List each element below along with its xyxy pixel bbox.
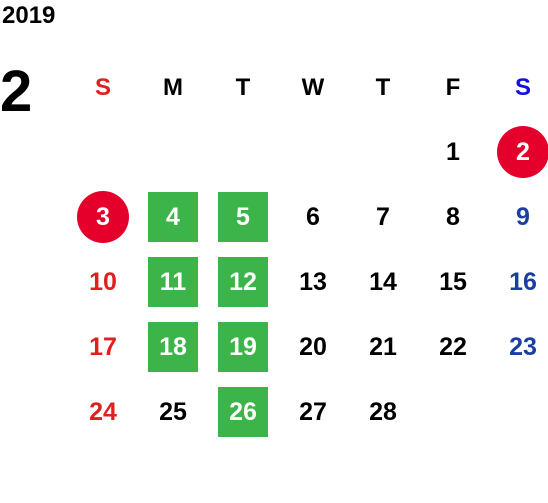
day-cell-11[interactable]: 11: [138, 250, 208, 315]
day-number: 14: [369, 268, 397, 296]
day-cell-21[interactable]: 21: [348, 315, 418, 380]
highlight-square-marker: [148, 257, 198, 307]
day-number: 8: [446, 203, 460, 231]
day-number: 17: [89, 333, 117, 361]
weekday-label: T: [375, 73, 391, 101]
day-cell-4[interactable]: 4: [138, 185, 208, 250]
day-cell-26[interactable]: 26: [208, 380, 278, 445]
day-number: 2: [516, 138, 530, 166]
highlight-square-marker: [218, 257, 268, 307]
day-number: 18: [159, 333, 187, 361]
holiday-circle-marker: [77, 191, 129, 243]
day-number: 24: [89, 398, 117, 426]
weekday-label: S: [514, 73, 531, 101]
day-number: 23: [509, 333, 537, 361]
day-cell-20[interactable]: 20: [278, 315, 348, 380]
day-cell-28[interactable]: 28: [348, 380, 418, 445]
day-cell-16[interactable]: 16: [488, 250, 548, 315]
day-number: 12: [229, 268, 257, 296]
day-number: 20: [299, 333, 327, 361]
day-cell-19[interactable]: 19: [208, 315, 278, 380]
day-cell-12[interactable]: 12: [208, 250, 278, 315]
month-number: 2: [0, 59, 33, 124]
empty-cell: [278, 120, 348, 185]
holiday-circle-marker: [497, 126, 548, 178]
day-number: 9: [516, 203, 530, 231]
weekday-header-sunday: S: [68, 55, 138, 120]
weekday-label: M: [163, 73, 183, 101]
day-cell-3[interactable]: 3: [68, 185, 138, 250]
day-cell-13[interactable]: 13: [278, 250, 348, 315]
day-number: 21: [369, 333, 397, 361]
day-cell-17[interactable]: 17: [68, 315, 138, 380]
weekday-header-friday: F: [418, 55, 488, 120]
weekday-label: T: [235, 73, 251, 101]
highlight-square-marker: [218, 322, 268, 372]
day-number: 11: [159, 268, 187, 296]
day-cell-27[interactable]: 27: [278, 380, 348, 445]
day-cell-7[interactable]: 7: [348, 185, 418, 250]
day-number: 19: [229, 333, 257, 361]
day-number: 26: [229, 398, 257, 426]
day-cell-1[interactable]: 1: [418, 120, 488, 185]
weekday-label: S: [94, 73, 111, 101]
day-cell-6[interactable]: 6: [278, 185, 348, 250]
empty-cell: [208, 120, 278, 185]
highlight-square-marker: [218, 387, 268, 437]
highlight-square-marker: [148, 192, 198, 242]
day-number: 15: [439, 268, 467, 296]
weekday-header-wednesday: W: [278, 55, 348, 120]
day-number: 22: [439, 333, 467, 361]
day-number: 25: [159, 398, 187, 426]
highlight-square-marker: [218, 192, 268, 242]
day-cell-2[interactable]: 2: [488, 120, 548, 185]
day-number: 16: [509, 268, 537, 296]
day-number: 10: [89, 268, 117, 296]
day-number: 3: [96, 203, 110, 231]
day-cell-10[interactable]: 10: [68, 250, 138, 315]
year-label: 2019: [2, 2, 56, 29]
day-cell-25[interactable]: 25: [138, 380, 208, 445]
day-number: 27: [299, 398, 327, 426]
empty-cell: [348, 120, 418, 185]
day-cell-14[interactable]: 14: [348, 250, 418, 315]
day-number: 28: [369, 398, 397, 426]
weekday-header-saturday: S: [488, 55, 548, 120]
highlight-square-marker: [148, 322, 198, 372]
weekday-header-thursday: T: [348, 55, 418, 120]
weekday-label: F: [445, 73, 461, 101]
day-cell-15[interactable]: 15: [418, 250, 488, 315]
day-number: 13: [299, 268, 327, 296]
empty-cell: [138, 120, 208, 185]
weekday-header-monday: M: [138, 55, 208, 120]
weekday-label: W: [301, 73, 325, 101]
day-number: 1: [446, 138, 460, 166]
day-cell-5[interactable]: 5: [208, 185, 278, 250]
day-cell-9[interactable]: 9: [488, 185, 548, 250]
day-number: 6: [306, 203, 320, 231]
day-cell-22[interactable]: 22: [418, 315, 488, 380]
day-cell-23[interactable]: 23: [488, 315, 548, 380]
empty-cell: [68, 120, 138, 185]
day-number: 7: [376, 203, 390, 231]
weekday-header-tuesday: T: [208, 55, 278, 120]
day-number: 4: [166, 203, 180, 231]
day-cell-8[interactable]: 8: [418, 185, 488, 250]
day-cell-24[interactable]: 24: [68, 380, 138, 445]
day-cell-18[interactable]: 18: [138, 315, 208, 380]
day-number: 5: [236, 203, 250, 231]
